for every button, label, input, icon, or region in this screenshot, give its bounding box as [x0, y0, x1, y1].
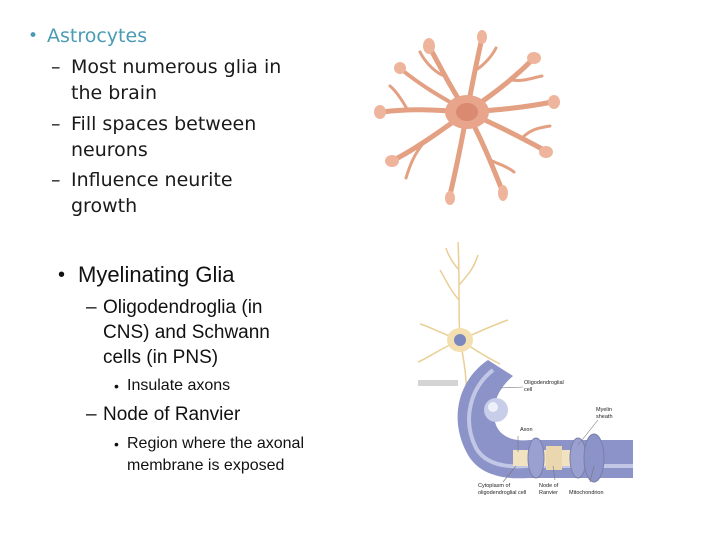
astrocyte-nucleus [456, 103, 478, 121]
label-axon: Axon [520, 427, 533, 433]
label-cytoplasm-2: oligodendroglial cell [478, 490, 526, 496]
astro-item-1-line-1: Most numerous glia in [71, 56, 282, 78]
label-node-2: Ranvier [539, 490, 558, 496]
astro-item-3-dash: – [51, 169, 61, 191]
astrocytes-section: • Astrocytes – Most numerous glia in the… [0, 0, 360, 230]
label-cytoplasm-1: Cytoplasm of [478, 483, 511, 489]
myelin-sub-2-line-1: Region where the axonal [127, 435, 305, 452]
astro-item-2-line-1: Fill spaces between [71, 113, 257, 135]
myelin-item-1-line-1: Oligodendroglia (in [103, 297, 263, 318]
astro-item-2-dash: – [51, 113, 61, 135]
myelin-item-1-dash: – [86, 297, 97, 318]
myelinating-glia-section: • Myelinating Glia – Oligodendroglia (in… [0, 250, 420, 490]
astro-item-3-line-2: growth [71, 195, 138, 217]
astrocyte-endfeet [374, 30, 560, 205]
astro-item-1-line-2: the brain [71, 82, 158, 104]
myelin-sub-1-line-1: Insulate axons [127, 377, 231, 394]
myelin-layers [527, 433, 605, 483]
astrocytes-bullet: • [28, 26, 39, 46]
astro-item-2-line-2: neurons [71, 139, 148, 161]
myelin-item-1-line-2: CNS) and Schwann [103, 322, 270, 343]
astrocytes-heading: Astrocytes [47, 25, 148, 47]
label-myelin-sheath-1: Myelin [596, 407, 612, 413]
astro-item-3-line-1: Influence neurite [71, 169, 233, 191]
myelin-item-2-line-1: Node of Ranvier [103, 404, 241, 425]
myelin-heading: Myelinating Glia [78, 262, 235, 287]
myelin-sub-2-bullet: • [114, 436, 119, 452]
label-oligodendroglial-cell-1: Oligodendroglial [524, 380, 564, 386]
myelination-diagram: Oligodendroglial cell Myelin sheath Axon… [418, 241, 633, 496]
oligodendrocyte-nucleus [454, 334, 466, 346]
astrocyte-illustration [374, 30, 560, 205]
cell-highlight [488, 402, 498, 412]
myelin-bullet: • [58, 264, 66, 286]
myelin-item-2-dash: – [86, 404, 97, 425]
myelin-sheath-highlight [467, 368, 633, 469]
node-of-ranvier [546, 446, 562, 470]
label-oligodendroglial-cell-2: cell [524, 387, 532, 393]
myelin-sub-1-bullet: • [114, 378, 119, 394]
label-mitochondrion: Mitochondrion [569, 490, 604, 496]
astro-item-1-dash: – [51, 56, 61, 78]
label-leaders [499, 386, 599, 483]
label-myelin-sheath-2: sheath [596, 414, 613, 420]
myelin-sub-2-line-2: membrane is exposed [127, 457, 285, 474]
label-node-1: Node of [539, 483, 559, 489]
myelin-item-1-line-3: cells (in PNS) [103, 347, 219, 368]
axon-stub [418, 380, 458, 386]
